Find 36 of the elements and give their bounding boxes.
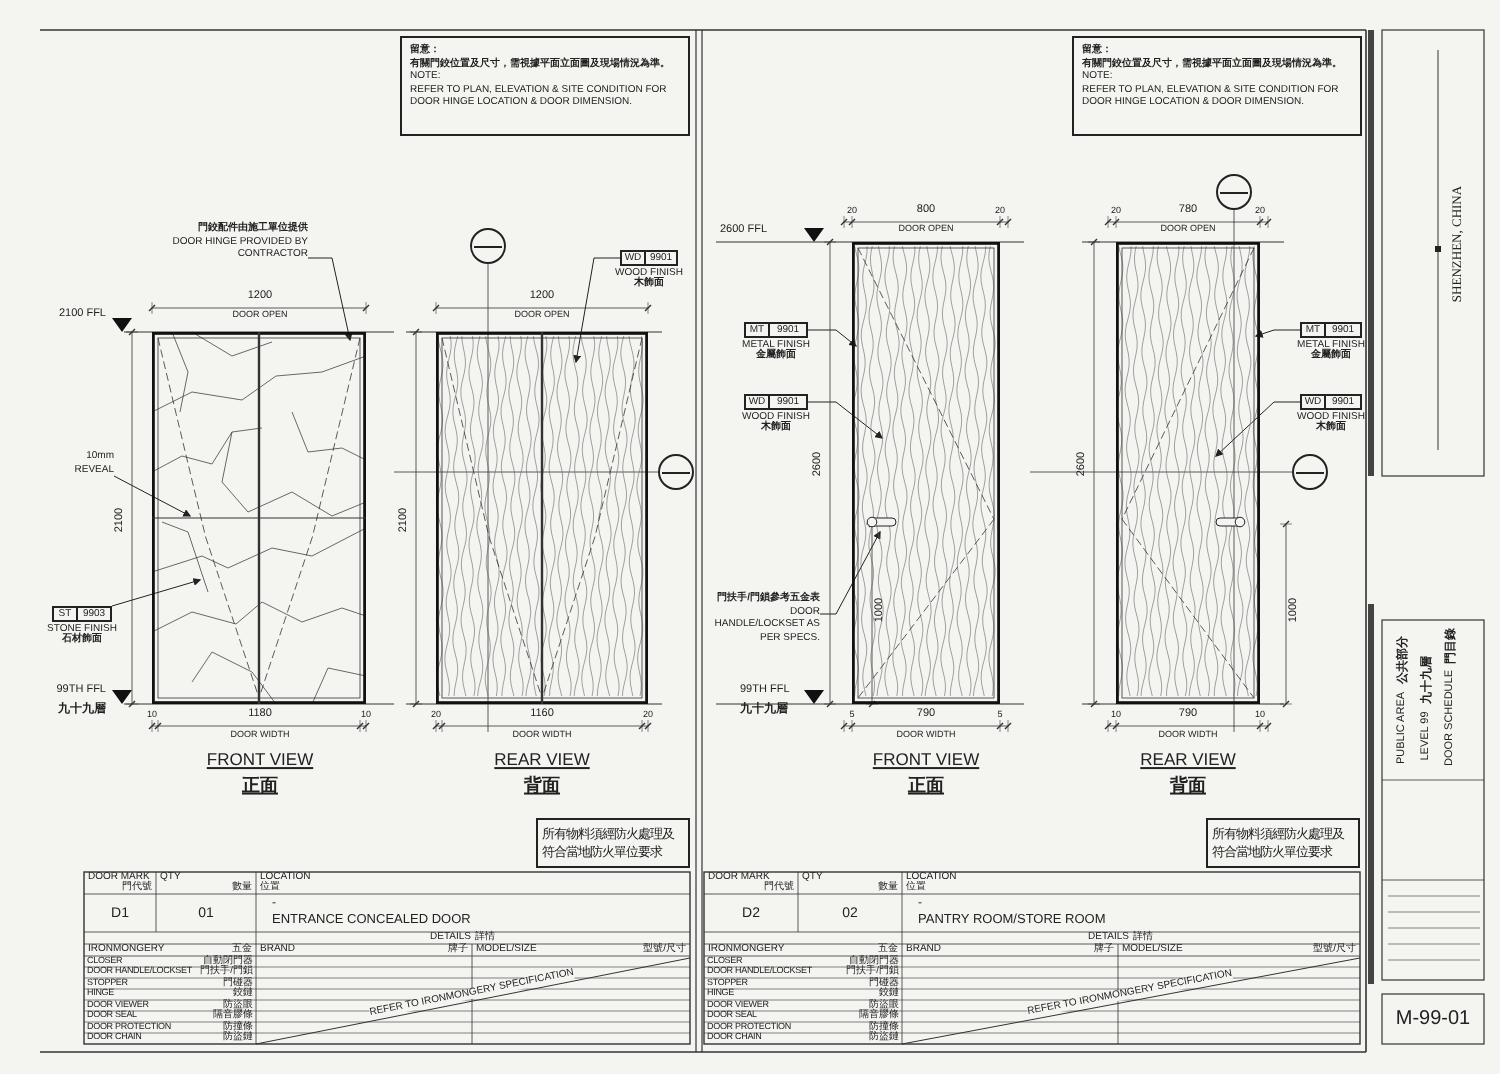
view-title: 正面 <box>908 776 944 796</box>
note-box <box>1206 818 1360 868</box>
leader-line <box>819 530 881 615</box>
material-tag <box>52 606 112 622</box>
leader-line <box>1254 329 1301 338</box>
material-tag <box>744 322 808 338</box>
view-title: 背面 <box>1170 776 1206 796</box>
leader-line <box>807 329 858 347</box>
view-title: REAR VIEW <box>1140 751 1236 769</box>
leader-line <box>111 578 202 607</box>
view-title: 背面 <box>524 776 560 796</box>
view-title: FRONT VIEW <box>206 751 314 769</box>
section-marker <box>658 454 694 490</box>
leader-line <box>573 257 621 364</box>
material-tag <box>744 394 808 410</box>
material-tag <box>620 250 678 266</box>
section-marker <box>470 228 506 264</box>
drawing-number: M-99-01 <box>1395 1008 1471 1030</box>
door-elevation-drawing <box>852 242 1000 704</box>
section-marker <box>1216 174 1252 210</box>
door-elevation-drawing <box>1116 242 1260 704</box>
leader-line <box>307 257 353 342</box>
section-marker <box>1292 454 1328 490</box>
material-tag <box>1300 394 1362 410</box>
note-box <box>1072 36 1362 136</box>
leader-line <box>807 401 884 439</box>
door-elevation-drawing <box>152 332 366 704</box>
leader-line <box>113 475 192 517</box>
leader-line <box>1215 401 1301 457</box>
door-elevation-drawing <box>436 332 648 704</box>
note-box <box>536 818 690 868</box>
material-tag <box>1300 322 1362 338</box>
view-title: REAR VIEW <box>494 751 590 769</box>
view-title: FRONT VIEW <box>872 751 980 769</box>
view-title: 正面 <box>242 776 278 796</box>
note-box <box>400 36 690 136</box>
